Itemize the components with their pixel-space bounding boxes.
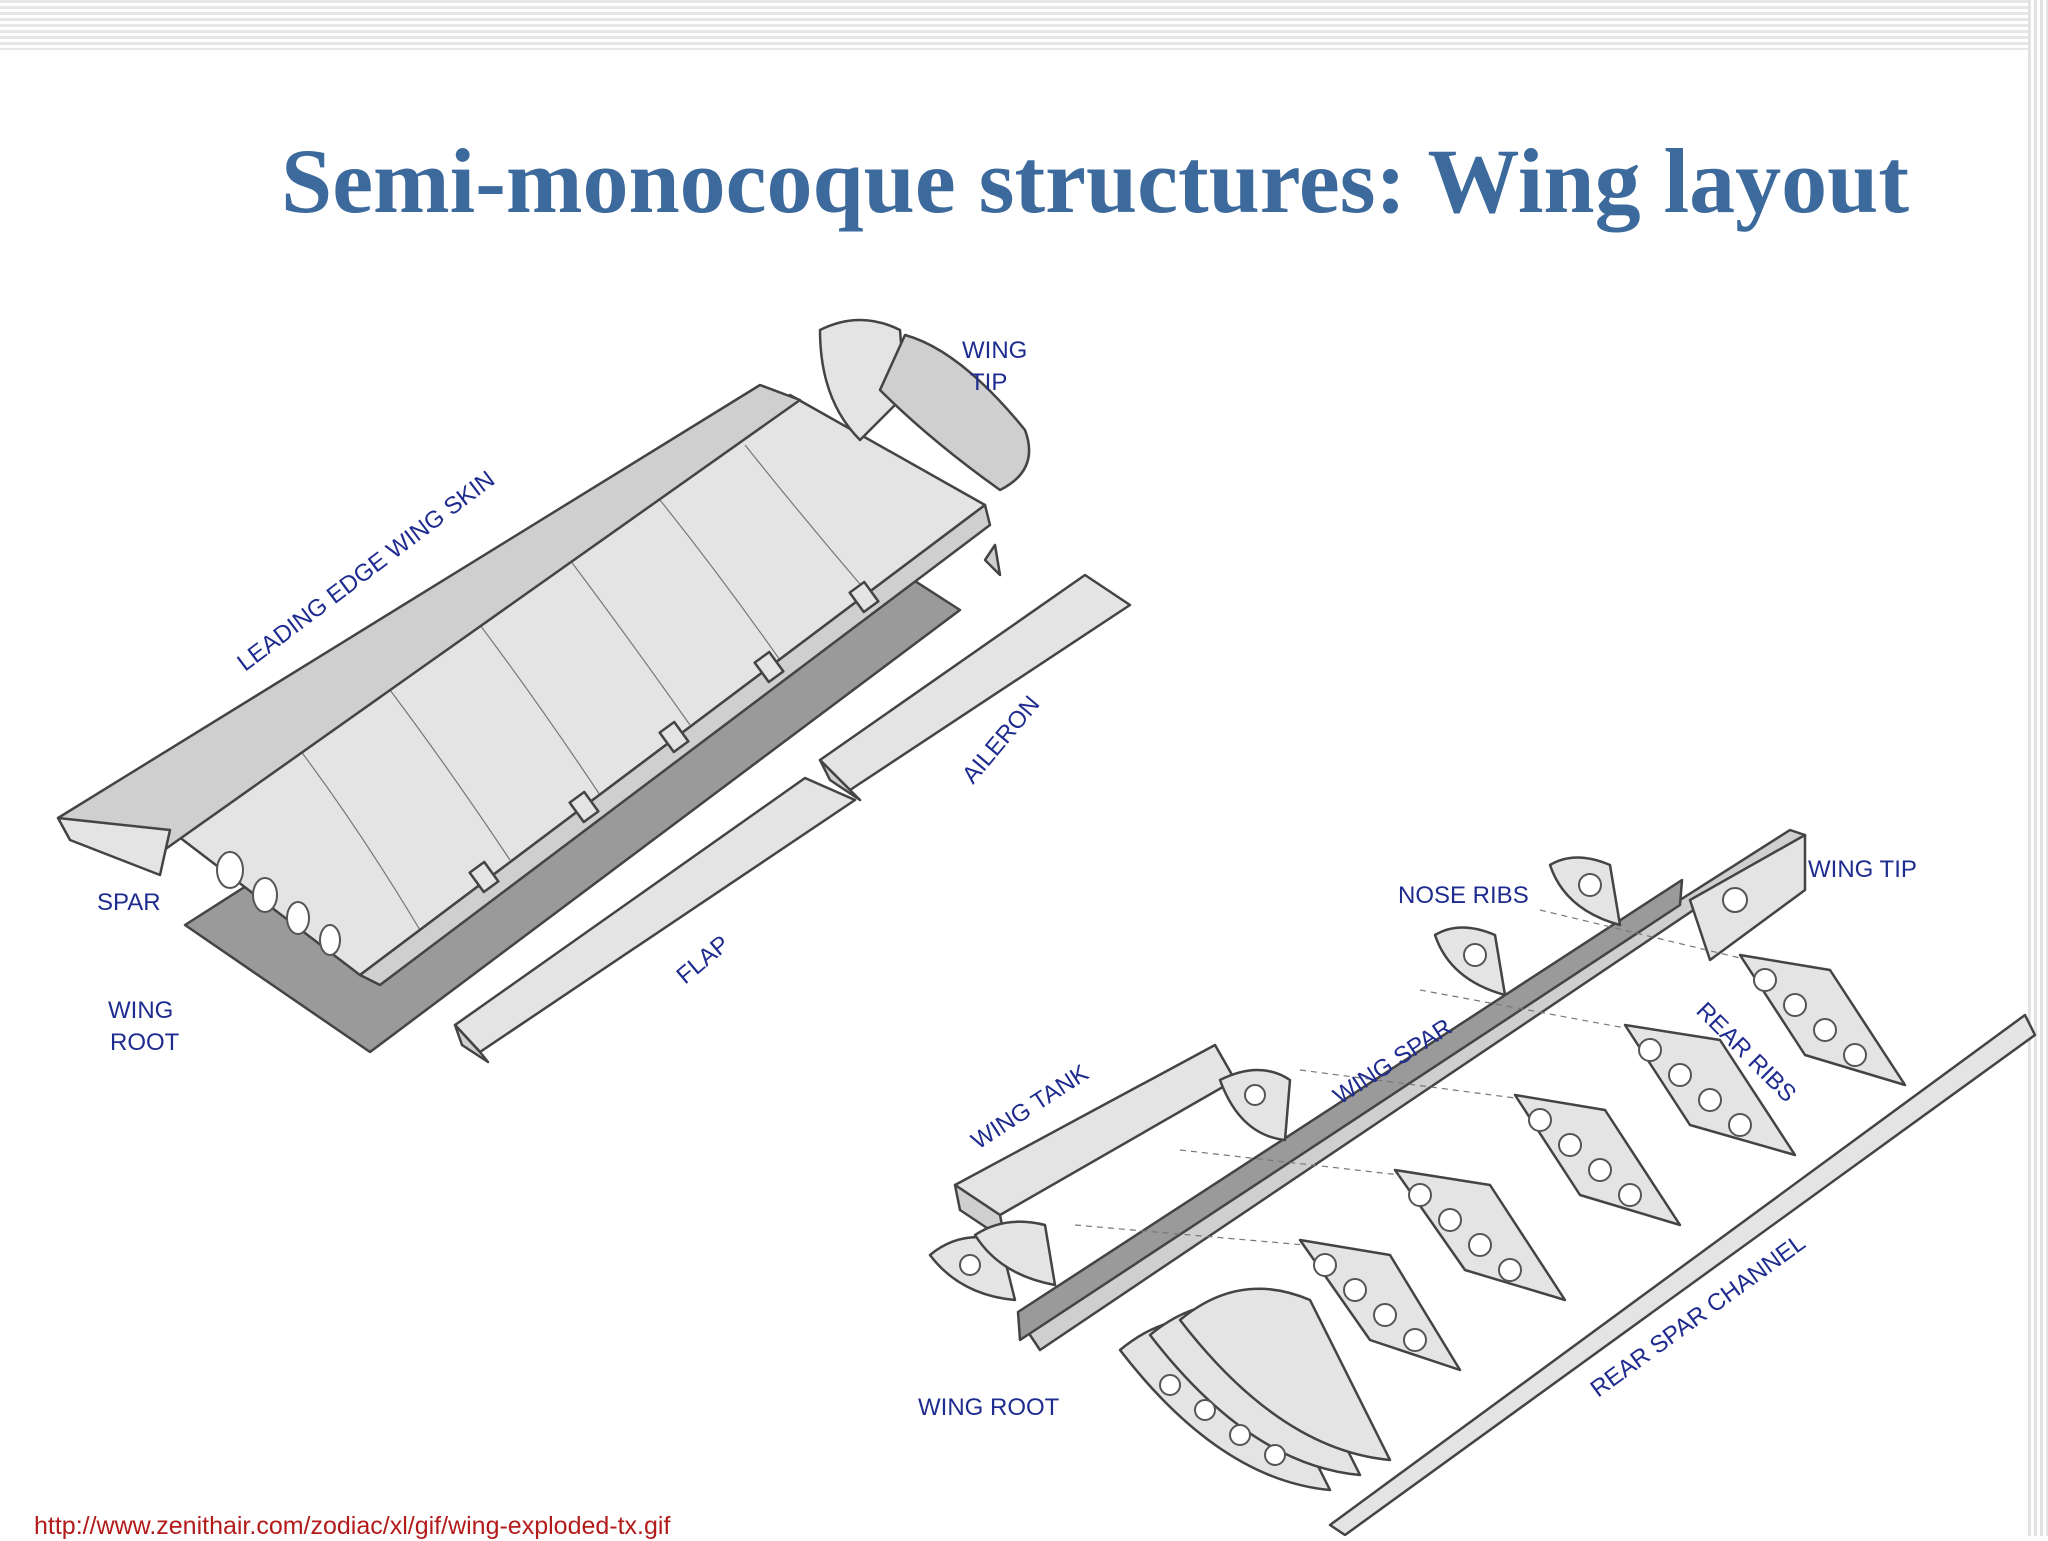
rear-rib-4 [1623, 1023, 1797, 1157]
rear-rib-3 [1513, 1093, 1682, 1227]
left-wing-tip-label-line2: TIP [970, 369, 1007, 396]
flap-label: FLAP [672, 930, 735, 989]
rear-rib-1 [1298, 1238, 1462, 1372]
top-stripe-border [0, 0, 2048, 50]
right-exploded-wing-diagram: NOSE RIBS WING TIP REAR RIBS WING SPAR W… [918, 828, 2037, 1536]
spar-label: SPAR [97, 889, 161, 916]
right-wing-root-label: WING ROOT [918, 1394, 1060, 1421]
rib-openings [468, 580, 880, 894]
wing-spar-flange [1016, 878, 1684, 1342]
rear-ribs [1298, 953, 1907, 1372]
root-rib-stack [1118, 1287, 1392, 1492]
aileron-edge [818, 758, 862, 802]
right-wing-tip-label: WING TIP [1808, 856, 1917, 883]
rear-rib-2 [1393, 1168, 1567, 1302]
left-wing-tip [818, 318, 907, 442]
leading-edge-wing-skin-top [56, 816, 172, 877]
root-rib-holes [216, 851, 341, 956]
left-wing-root-label-line1: WING [108, 997, 173, 1024]
skin-rib-lines [299, 444, 866, 931]
flap-edge [453, 1023, 490, 1064]
left-wing-assembly-diagram: WING TIP LEADING EDGE WING SKIN AILERON … [56, 318, 1132, 1064]
rear-spar-channel [1328, 1013, 2037, 1536]
left-wing-tip-label-line1: WING [962, 337, 1027, 364]
tank-root-ribs [928, 1220, 1057, 1302]
assembly-guide-lines [1074, 909, 1741, 1246]
source-url: http://www.zenithair.com/zodiac/xl/gif/w… [34, 1512, 671, 1540]
nose-ribs-label: NOSE RIBS [1398, 882, 1529, 909]
tip-fitting [983, 543, 1002, 577]
left-wing-tip-cap [878, 333, 1031, 492]
slide-title: Semi-monocoque structures: Wing layout [281, 130, 1909, 232]
right-stripe-border [2028, 0, 2048, 1536]
rear-rib-5 [1738, 953, 1907, 1087]
left-wing-root-label-line2: ROOT [110, 1029, 180, 1056]
